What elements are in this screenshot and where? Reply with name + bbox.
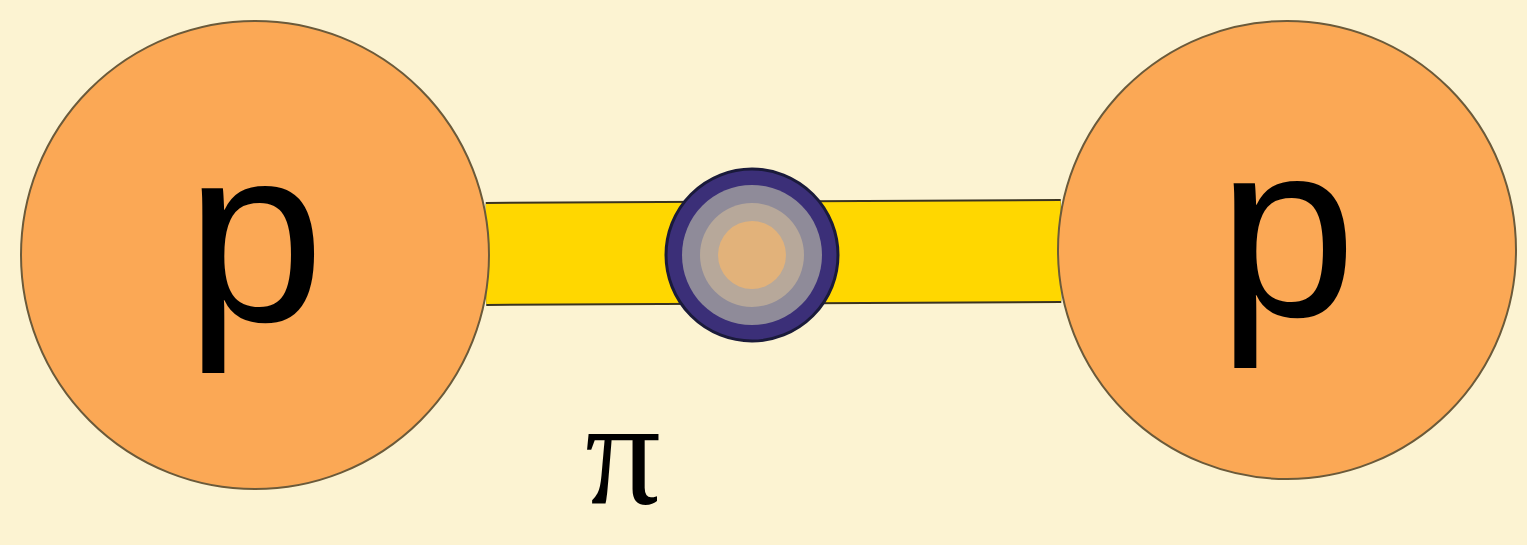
pion-body	[700, 203, 804, 307]
pion-label: π	[585, 378, 661, 528]
proton-circle: p	[20, 20, 490, 490]
pion-core	[718, 221, 786, 289]
pion-body	[682, 185, 822, 325]
particle-label: p	[1217, 105, 1356, 355]
particle-label: p	[185, 110, 324, 360]
pion-ring	[666, 169, 838, 341]
proton-circle: p	[1057, 20, 1517, 480]
